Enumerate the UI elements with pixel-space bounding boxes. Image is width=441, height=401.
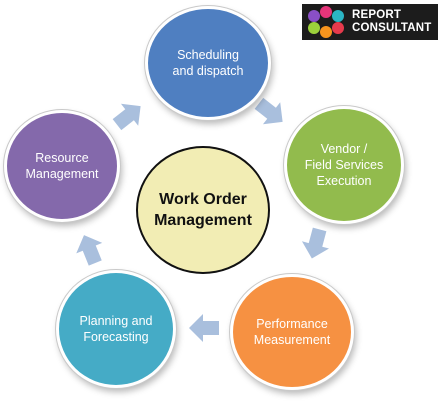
- logo-text: REPORT CONSULTANT: [352, 9, 432, 34]
- arrow-resource-to-scheduling: [112, 103, 141, 131]
- node-planning-label: Planning and Forecasting: [79, 314, 153, 344]
- node-planning-and-forecasting: Planning and Forecasting: [56, 270, 176, 388]
- node-vendor-label: Vendor / Field Services Execution: [304, 142, 384, 188]
- node-performance-measurement: Performance Measurement: [230, 274, 354, 390]
- node-scheduling-label: Scheduling and dispatch: [172, 48, 244, 78]
- center-node-label: Work Order Management: [154, 191, 252, 229]
- arrow-vendor-to-performance: [301, 227, 330, 259]
- node-resource-label: Resource Management: [25, 151, 99, 181]
- node-performance-label: Performance Measurement: [253, 317, 331, 347]
- arrow-performance-to-planning: [189, 314, 219, 342]
- report-consultant-logo: REPORT CONSULTANT: [302, 4, 438, 40]
- node-resource-management: Resource Management: [4, 110, 120, 222]
- node-vendor-field-services: Vendor / Field Services Execution: [284, 106, 404, 224]
- center-node-work-order-management: Work Order Management: [136, 146, 270, 274]
- node-scheduling-and-dispatch: Scheduling and dispatch: [145, 6, 271, 120]
- arrow-planning-to-resource: [76, 235, 103, 266]
- logo-mark-icon: [308, 6, 344, 38]
- arrow-scheduling-to-vendor: [254, 97, 283, 125]
